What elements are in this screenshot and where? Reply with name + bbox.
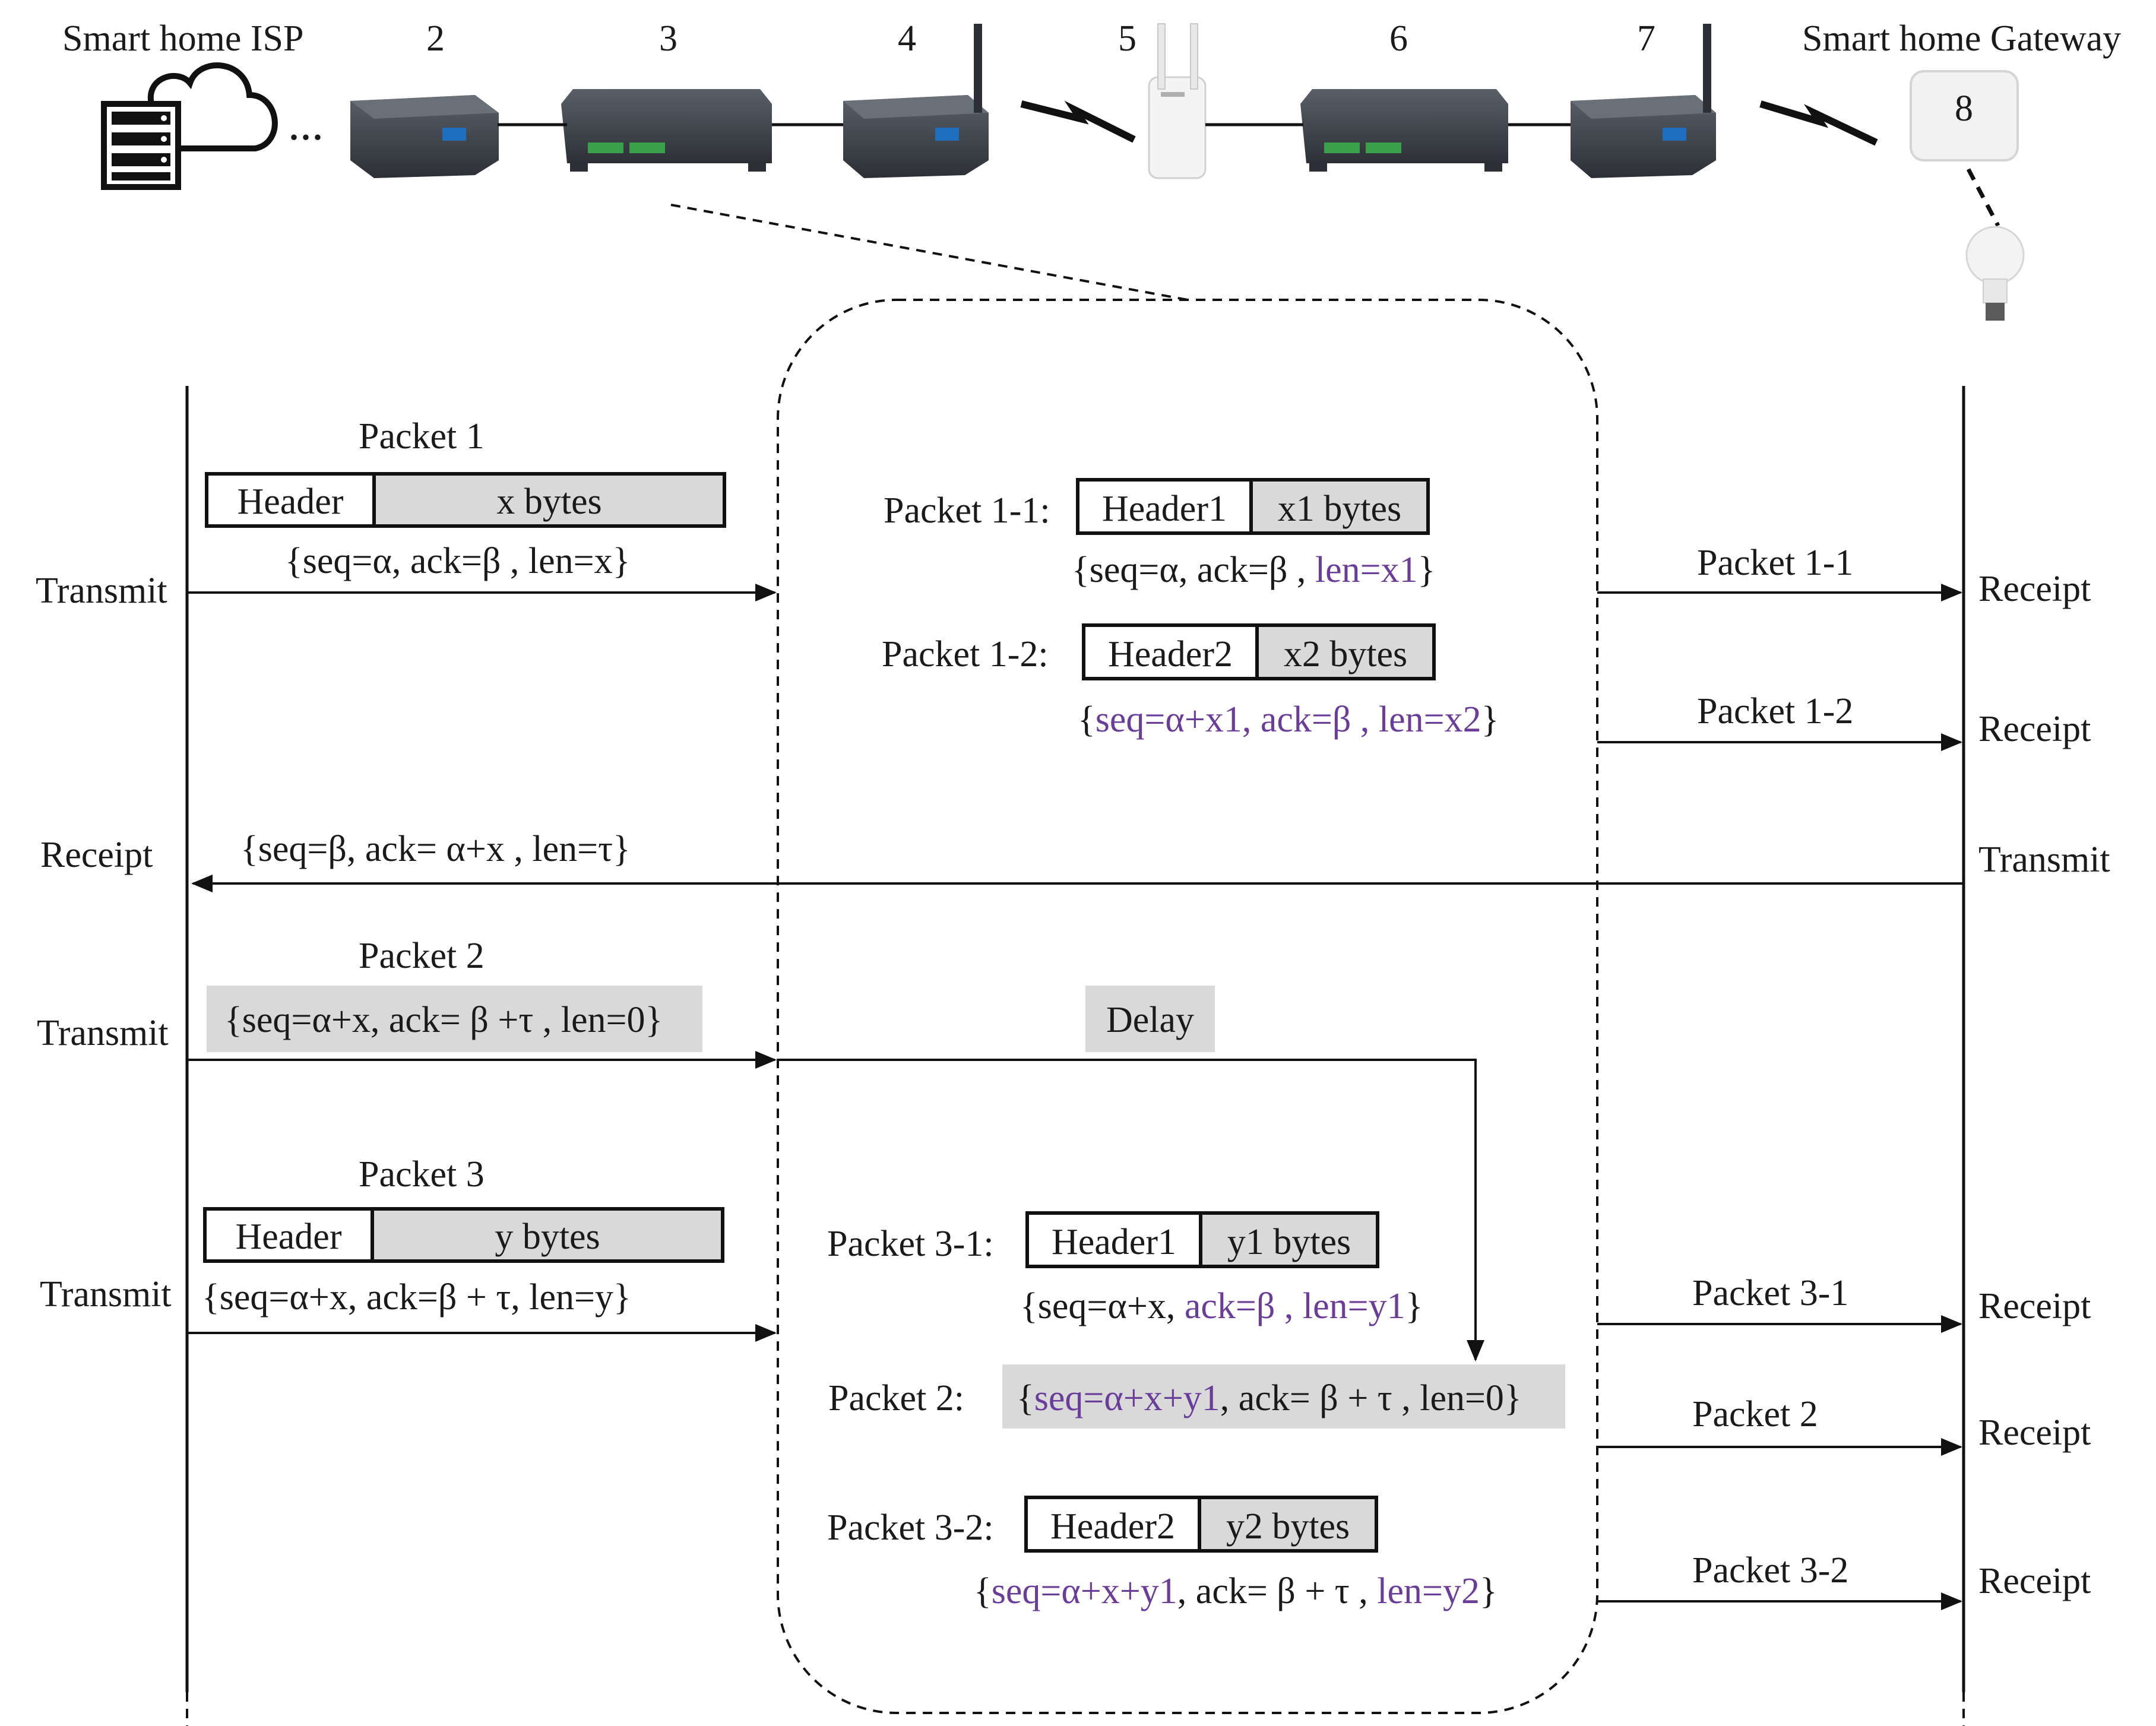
edge-device-6-icon	[1300, 89, 1508, 172]
server-cloud-icon	[101, 62, 278, 190]
wireless-link-icon	[1020, 100, 1136, 143]
packet3-2-payload-cell	[1198, 1496, 1378, 1553]
gateway-number: 8	[1955, 88, 1973, 129]
edge-device-3-icon	[561, 89, 772, 172]
device-number-3: 3	[659, 18, 677, 59]
isp-label: Smart home ISP	[62, 18, 303, 59]
left-transmit-3: Transmit	[40, 1274, 172, 1315]
left-transmit-2: Transmit	[37, 1013, 169, 1053]
packet3-1-payload-text: y1 bytes	[1227, 1222, 1351, 1262]
packet1-1-header-cell	[1076, 478, 1253, 535]
packet1-1-arrow-label: Packet 1-1	[1697, 543, 1853, 583]
packet3-1-payload-cell	[1199, 1211, 1379, 1268]
packet1-fields: {seq=α, ack=β , len=x}	[285, 541, 630, 581]
router-device-4-icon	[843, 24, 989, 178]
packet1-1-label: Packet 1-1:	[884, 490, 1050, 531]
right-transmit: Transmit	[1978, 840, 2110, 880]
packet1-title: Packet 1	[359, 416, 485, 457]
packet3-header-text: Header	[236, 1217, 342, 1257]
middlebox-region	[777, 299, 1598, 1714]
device-number-6: 6	[1389, 18, 1408, 59]
packet1-payload-text: x bytes	[496, 482, 601, 522]
packet1-1-payload-text: x1 bytes	[1278, 489, 1401, 529]
packet2-title: Packet 2	[359, 936, 485, 976]
packet3-header-cell	[203, 1207, 374, 1263]
packet1-1-header-text: Header1	[1102, 489, 1227, 529]
delay-band	[1085, 986, 1215, 1052]
packet1-2-arrow-label: Packet 1-2	[1697, 691, 1853, 731]
gateway-label: Smart home Gateway	[1802, 18, 2121, 59]
packet1-payload-cell	[372, 472, 726, 528]
packet3-payload-text: y bytes	[495, 1217, 600, 1257]
packet3-title: Packet 3	[359, 1154, 485, 1195]
packet2-fields-band	[207, 986, 702, 1052]
packet3-1-arrow-label: Packet 3-1	[1692, 1273, 1848, 1313]
packet3-2-header-cell	[1024, 1496, 1201, 1553]
right-receipt-1: Receipt	[1978, 569, 2091, 609]
packet2-fields: {seq=α+x, ack= β +τ , len=0}	[224, 1000, 663, 1040]
packet3-1-label: Packet 3-1:	[827, 1224, 994, 1264]
device-number-5: 5	[1118, 18, 1136, 59]
packet3-2-arrow-label: Packet 3-2	[1692, 1550, 1848, 1591]
packet3-1-fields: {seq=α+x, ack=β , len=y1}	[1020, 1286, 1423, 1326]
zoom-indicator-line	[670, 204, 1188, 301]
router-device-7-icon	[1571, 24, 1716, 178]
packet1-2-header-text: Header2	[1108, 634, 1233, 674]
gateway-bulb-link	[1966, 168, 2000, 227]
device-number-7: 7	[1637, 18, 1655, 59]
device-number-2: 2	[426, 18, 445, 59]
packet1-2-payload-cell	[1255, 623, 1436, 680]
delay-label: Delay	[1106, 1000, 1194, 1040]
packet3-2-payload-text: y2 bytes	[1226, 1506, 1350, 1547]
right-receipt-3: Receipt	[1978, 1286, 2091, 1326]
packet3-fields: {seq=α+x, ack=β + τ, len=y}	[202, 1277, 631, 1318]
light-bulb-icon	[1965, 226, 2025, 321]
right-receipt-4: Receipt	[1978, 1413, 2091, 1453]
packet1-header-text: Header	[238, 482, 344, 522]
gateway-hub-8-icon	[1910, 70, 2019, 161]
packet3-2-fields: {seq=α+x+y1, ack= β + τ , len=y2}	[974, 1571, 1498, 1611]
left-transmit-1: Transmit	[36, 571, 167, 611]
packet1-2-fields: {seq=α+x1, ack=β , len=x2}	[1078, 699, 1499, 740]
right-receipt-5: Receipt	[1978, 1561, 2091, 1601]
packet1-header-cell	[205, 472, 376, 528]
packet2-fwd-band	[1002, 1364, 1565, 1429]
delay-path-arrow	[778, 1059, 1484, 1361]
edge-device-2-icon	[350, 95, 499, 178]
packet1-2-payload-text: x2 bytes	[1284, 634, 1407, 674]
left-receipt: Receipt	[40, 835, 153, 875]
packet1-2-label: Packet 1-2:	[882, 634, 1049, 674]
packet3-1-header-text: Header1	[1052, 1222, 1176, 1262]
wireless-link-icon	[1759, 100, 1878, 146]
packet1-1-payload-cell	[1249, 478, 1430, 535]
ellipsis: ...	[288, 98, 324, 150]
packet3-payload-cell	[371, 1207, 724, 1263]
packet1-1-fields: {seq=α, ack=β , len=x1}	[1072, 550, 1435, 590]
range-extender-5-icon	[1148, 23, 1207, 179]
right-receipt-2: Receipt	[1978, 709, 2091, 749]
packet2-fwd-label: Packet 2:	[828, 1378, 964, 1418]
device-number-4: 4	[898, 18, 916, 59]
packet2-fwd-fields: {seq=α+x+y1, ack= β + τ , len=0}	[1017, 1378, 1522, 1418]
packet2-fwd-arrow-label: Packet 2	[1692, 1394, 1818, 1434]
ack-back-fields: {seq=β, ack= α+x , len=τ}	[240, 829, 631, 869]
packet3-2-label: Packet 3-2:	[827, 1508, 994, 1548]
packet3-2-header-text: Header2	[1050, 1506, 1175, 1547]
